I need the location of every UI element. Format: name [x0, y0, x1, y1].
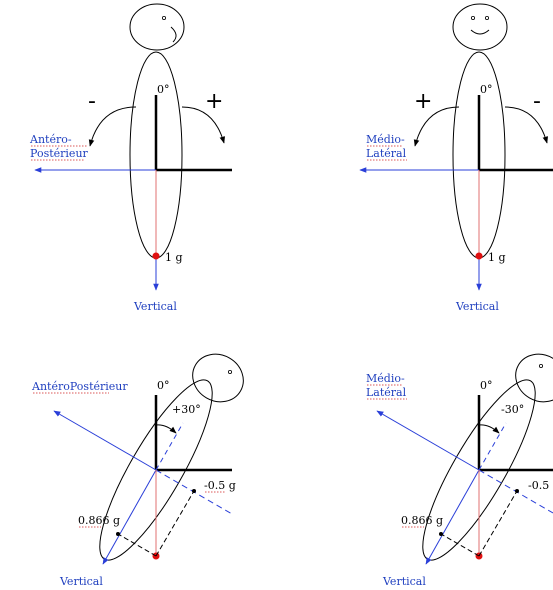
sin-component-label: -0.5 [528, 479, 549, 492]
gravity-point [475, 252, 483, 260]
tilted-vertical-dashed [478, 422, 507, 471]
axis-label-line1: Médio- [366, 133, 405, 146]
minus-sign: - [533, 89, 541, 114]
rotation-arrow-plus [413, 106, 460, 147]
antero-posterior-vector [53, 410, 157, 471]
minus-sign: - [88, 89, 96, 114]
projection-point-sin [192, 489, 196, 493]
stick-figure-head [192, 353, 244, 403]
projection-point-sin [515, 489, 519, 493]
tilt-angle-label: +30° [172, 403, 201, 416]
rotation-arrow-plus [181, 106, 226, 144]
zero-angle-label: 0° [157, 379, 170, 392]
vertical-label: Vertical [455, 300, 499, 313]
panel-bottom-right: 0° -30° Médio- Latéral -0.5 0.866 g Vert… [366, 353, 553, 588]
gravity-point [152, 252, 160, 260]
zero-angle-label: 0° [480, 83, 493, 96]
tilt-angle-label: -30° [501, 403, 524, 416]
projection-dashed-1 [478, 490, 518, 557]
zero-angle-label: 0° [480, 379, 493, 392]
axis-label-line1: Antéro- [29, 133, 72, 146]
stick-figure-head [129, 3, 185, 51]
eye-right [484, 15, 489, 20]
panel-bottom-left: 0° +30° AntéroPostérieur -0.5 g 0.866 g … [31, 353, 244, 588]
tilt-angle-arc [155, 424, 177, 434]
zero-angle-label: 0° [157, 83, 170, 96]
panel-top-left: - + 0° Antéro- Postérieur 1 g Vertical [29, 3, 232, 313]
smile [470, 29, 490, 35]
eye [227, 369, 232, 374]
sin-component-label: -0.5 g [204, 479, 236, 492]
plus-sign: + [205, 89, 223, 114]
tilted-vertical-dashed [155, 422, 184, 471]
stick-figure-head [452, 3, 508, 51]
plus-sign: + [414, 89, 432, 114]
medio-lateral-vector [376, 410, 480, 471]
stick-figure-head [515, 353, 553, 403]
eye-left [470, 15, 475, 20]
panel-top-right: + - 0° Médio- Latéral 1 g Vertical [359, 3, 553, 313]
axis-label-line2: Latéral [366, 147, 407, 160]
rotation-arrow-minus [88, 106, 137, 147]
axis-label-line2: Postérieur [30, 147, 89, 160]
smile [170, 26, 177, 43]
projection-dashed-2 [117, 533, 157, 557]
tilt-angle-arc [478, 424, 500, 434]
projection-point-cos [116, 532, 120, 536]
projection-point-cos [439, 532, 443, 536]
axis-label-line1: Médio- [366, 372, 405, 385]
projection-dashed-2 [440, 533, 480, 557]
vertical-vector [425, 469, 480, 565]
vertical-label: Vertical [382, 575, 426, 588]
vertical-vector [102, 469, 157, 565]
rotation-arrow-minus [504, 106, 549, 144]
gravity-value-label: 1 g [165, 251, 183, 264]
vertical-label: Vertical [133, 300, 177, 313]
eye [161, 15, 166, 20]
axis-label-line2: Latéral [366, 386, 407, 399]
projection-dashed-1 [155, 490, 195, 557]
gravity-value-label: 1 g [488, 251, 506, 264]
cos-component-label: 0.866 g [401, 514, 443, 527]
axis-label: AntéroPostérieur [31, 380, 128, 393]
cos-component-label: 0.866 g [78, 514, 120, 527]
eye [539, 363, 544, 368]
vertical-label: Vertical [59, 575, 103, 588]
